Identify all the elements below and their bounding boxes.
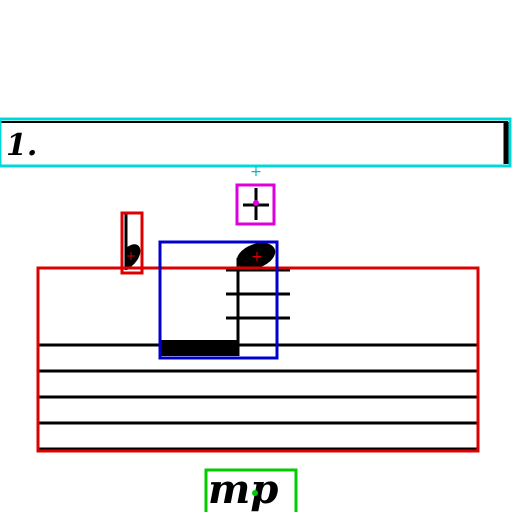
beamed-note-group xyxy=(161,242,276,356)
sharp-center-marker xyxy=(253,200,259,206)
annotation-centers: + + + xyxy=(126,164,263,496)
dynamic-bbox xyxy=(204,468,298,512)
accidental-natural-body xyxy=(126,244,141,270)
dynamic-center-marker xyxy=(252,490,258,496)
sharp-bbox xyxy=(235,183,276,226)
accidental-natural xyxy=(124,214,141,270)
staff xyxy=(38,343,478,451)
natural-center-marker: + xyxy=(126,249,136,263)
dynamic-mp: mp xyxy=(208,466,278,512)
natural-bbox xyxy=(120,211,144,275)
notehead xyxy=(236,242,276,270)
volta-center-marker: + xyxy=(250,164,262,180)
notehead-center-marker: + xyxy=(251,249,263,265)
volta-bbox xyxy=(0,117,512,168)
annotation-boxes xyxy=(0,117,512,512)
staff-bbox xyxy=(36,266,480,453)
volta-bracket: 1. xyxy=(0,121,509,164)
beamed-group-bbox xyxy=(158,240,279,360)
ledger-lines xyxy=(226,268,290,320)
volta-number: 1. xyxy=(6,128,37,163)
beam xyxy=(161,340,238,356)
